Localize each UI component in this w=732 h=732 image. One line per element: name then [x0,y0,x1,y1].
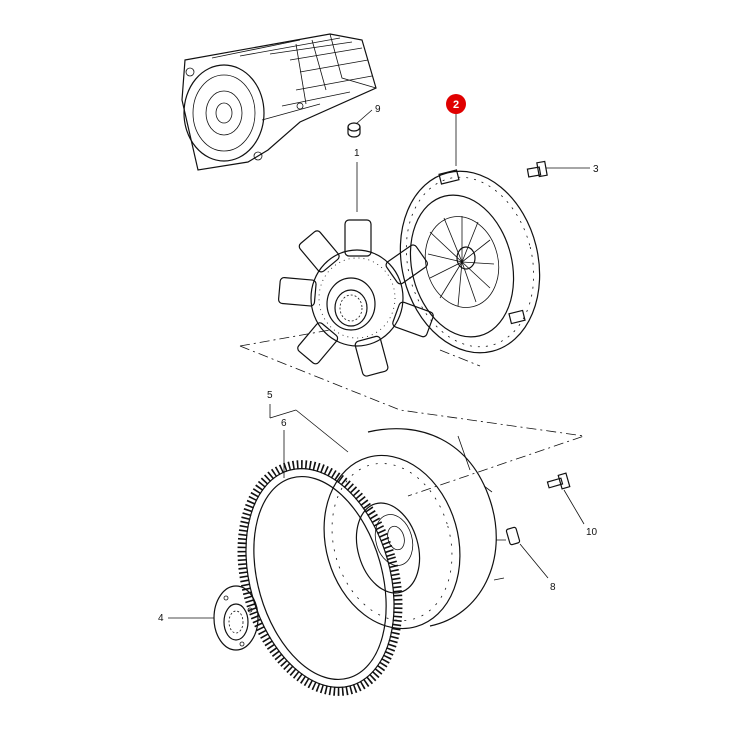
callout-10[interactable]: 10 [586,527,598,538]
alignment-lines [239,329,585,497]
callout-3[interactable]: 3 [593,164,599,175]
ring-gear-icon[interactable] [217,446,423,710]
flywheel-icon[interactable] [304,428,506,645]
clutch-disc-icon[interactable] [277,219,434,377]
screw-icon[interactable] [526,160,548,178]
cap-plug-icon[interactable] [347,122,361,138]
leader-lines [168,109,590,619]
transmission-housing-icon[interactable] [181,33,377,171]
callout-label: 2 [453,99,459,111]
dowel-pin-icon[interactable] [505,526,521,546]
callout-4[interactable]: 4 [158,613,164,624]
callout-5[interactable]: 5 [267,390,273,401]
friction-pad-icon [277,219,434,377]
callout-8[interactable]: 8 [550,582,556,593]
bolt-icon[interactable] [546,472,571,490]
callout-2[interactable]: 2 [446,94,466,114]
callout-9[interactable]: 9 [375,104,381,115]
callout-6[interactable]: 6 [281,418,287,429]
callout-1[interactable]: 1 [354,148,360,159]
pressure-plate-icon[interactable] [382,156,558,367]
hub-flange-icon[interactable] [213,585,259,651]
